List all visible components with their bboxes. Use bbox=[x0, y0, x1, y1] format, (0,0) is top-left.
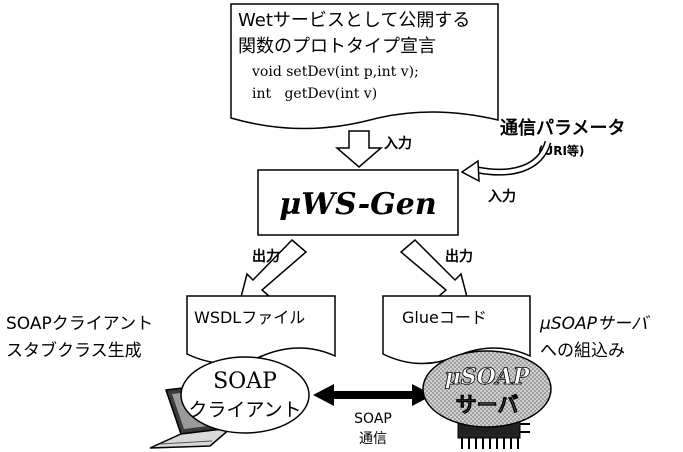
glue-label: Glueコード bbox=[402, 308, 487, 327]
output-label-right: 出力 bbox=[445, 248, 473, 265]
output-label-left: 出力 bbox=[252, 248, 280, 265]
uws-gen-mu: μ bbox=[279, 187, 301, 222]
soap-comm-line1: SOAP bbox=[354, 411, 392, 427]
comm-params-arrow bbox=[460, 159, 480, 183]
comm-params-input-label: 入力 bbox=[488, 188, 516, 205]
uws-gen-name: WS-Gen bbox=[301, 187, 436, 222]
soap-client-line2: クライアント bbox=[188, 399, 301, 421]
usoap-server-node: μSOAP サーバ bbox=[422, 350, 552, 428]
soap-client-line1: SOAP bbox=[213, 369, 277, 394]
prototype-document: Wetサービスとして公開する 関数のプロトタイプ宣言 void setDev(i… bbox=[230, 3, 499, 130]
prototype-code-line2: int getDev(int v) bbox=[252, 86, 377, 102]
prototype-title-line1: Wetサービスとして公開する bbox=[238, 10, 470, 31]
glue-document: Glueコード bbox=[382, 295, 531, 365]
server-embed-caption-line1: μSOAPサーバ bbox=[539, 314, 651, 334]
output-arrow-right bbox=[399, 238, 470, 302]
usoap-server-line2: サーバ bbox=[456, 393, 519, 417]
wsdl-document: WSDLファイル bbox=[186, 295, 336, 365]
prototype-code-line1: void setDev(int p,int v); bbox=[251, 64, 419, 80]
soap-client-node: SOAP クライアント bbox=[180, 356, 310, 434]
client-stub-caption-line1: SOAPクライアント bbox=[6, 314, 153, 334]
uws-gen-box: μWS-Gen bbox=[257, 169, 459, 236]
soap-comm-arrow bbox=[313, 384, 433, 406]
client-stub-caption-line2: スタブクラス生成 bbox=[6, 340, 142, 361]
usoap-server-line1: μSOAP bbox=[445, 364, 531, 390]
svg-text:μWS-Gen: μWS-Gen bbox=[279, 187, 436, 222]
soap-comm-line2: 通信 bbox=[359, 431, 387, 447]
wsdl-label: WSDLファイル bbox=[194, 308, 305, 327]
input-arrow-top bbox=[334, 130, 384, 168]
prototype-title-line2: 関数のプロトタイプ宣言 bbox=[238, 36, 436, 57]
input-label-top: 入力 bbox=[384, 135, 412, 152]
server-embed-caption-line2: への組込み bbox=[540, 341, 625, 361]
comm-params-label: 通信パラメータ bbox=[500, 117, 625, 139]
